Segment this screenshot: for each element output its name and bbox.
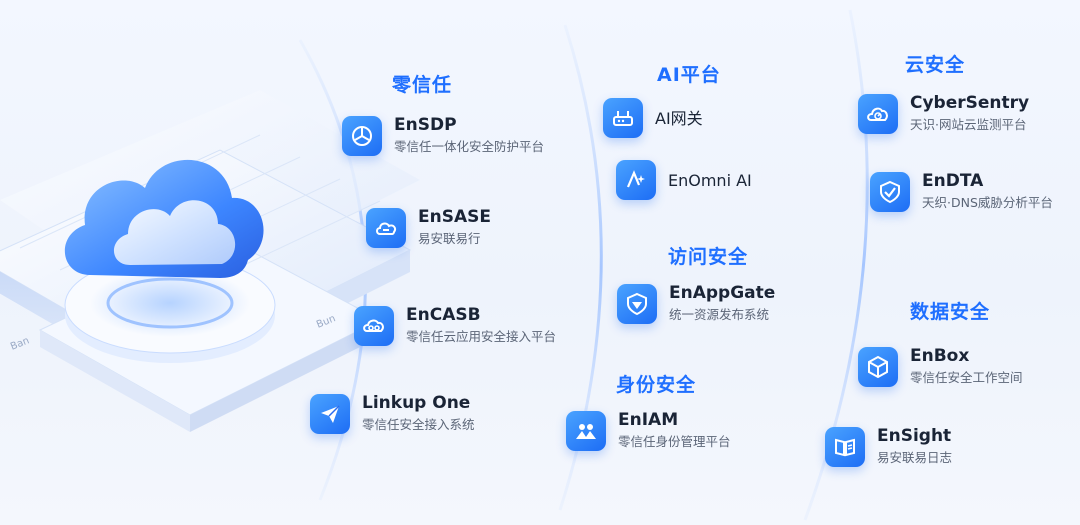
product-description: 零信任身份管理平台 <box>618 434 731 449</box>
product-enbox[interactable]: EnBox 零信任安全工作空间 <box>858 346 1023 387</box>
gate-shield-icon <box>617 283 657 324</box>
product-description: 零信任云应用安全接入平台 <box>406 329 557 344</box>
product-cybersentry[interactable]: CyberSentry 天识·网站云监测平台 <box>858 93 1029 134</box>
product-encasb[interactable]: EnCASB 零信任云应用安全接入平台 <box>354 305 556 346</box>
product-description: 统一资源发布系统 <box>669 307 770 322</box>
section-title-zero-trust: 零信任 <box>392 74 453 96</box>
product-name: EnAppGate <box>669 283 776 303</box>
cloud-platform-illustration: Ban Bun <box>0 90 420 432</box>
users-icon <box>566 410 606 451</box>
product-enomni-ai[interactable]: EnOmni AI <box>616 160 752 200</box>
product-description: 零信任安全接入系统 <box>362 417 475 432</box>
box-icon <box>858 346 898 387</box>
product-linkup-one[interactable]: Linkup One 零信任安全接入系统 <box>310 393 475 434</box>
shield-check-icon <box>870 171 910 212</box>
product-name: EnDTA <box>922 171 984 191</box>
product-description: 易安联易日志 <box>877 450 953 465</box>
cloud-link-icon <box>366 207 406 248</box>
log-book-icon <box>825 426 865 467</box>
product-name: EnOmni AI <box>668 170 752 190</box>
product-eniam[interactable]: EnIAM 零信任身份管理平台 <box>566 410 731 451</box>
chip-label-left: Ban <box>9 335 31 352</box>
product-name: Linkup One <box>362 393 471 413</box>
product-endta[interactable]: EnDTA 天织·DNS威胁分析平台 <box>870 171 1053 212</box>
product-name: EnCASB <box>406 305 481 325</box>
router-icon <box>603 98 643 138</box>
product-description: 天织·DNS威胁分析平台 <box>922 195 1053 210</box>
product-description: 零信任安全工作空间 <box>910 370 1023 385</box>
section-title-identity-security: 身份安全 <box>616 374 697 396</box>
product-description: 零信任一体化安全防护平台 <box>394 139 545 154</box>
paper-plane-icon <box>310 393 350 434</box>
section-title-ai-platform: AI平台 <box>657 64 721 86</box>
product-ai-gateway[interactable]: AI网关 <box>603 98 703 138</box>
product-name: EnBox <box>910 346 970 366</box>
product-name: EnSight <box>877 426 952 446</box>
product-enappgate[interactable]: EnAppGate 统一资源发布系统 <box>617 283 775 324</box>
product-ensdp[interactable]: EnSDP 零信任一体化安全防护平台 <box>342 115 544 156</box>
product-description: 易安联易行 <box>418 231 481 246</box>
cloud-loop-icon <box>354 305 394 346</box>
product-name: EnSASE <box>418 207 491 227</box>
product-description: 天识·网站云监测平台 <box>910 117 1027 132</box>
ai-spark-icon <box>616 160 656 200</box>
product-name: AI网关 <box>655 108 703 128</box>
product-name: CyberSentry <box>910 93 1030 113</box>
product-name: EnIAM <box>618 410 679 430</box>
section-title-data-security: 数据安全 <box>910 301 991 323</box>
section-title-cloud-security: 云安全 <box>905 54 966 76</box>
product-ensight[interactable]: EnSight 易安联易日志 <box>825 426 952 467</box>
product-name: EnSDP <box>394 115 457 135</box>
shield-aperture-icon <box>342 115 382 156</box>
product-ensase[interactable]: EnSASE 易安联易行 <box>366 207 491 248</box>
cloud-gauge-icon <box>858 93 898 134</box>
section-title-access-security: 访问安全 <box>668 246 749 268</box>
